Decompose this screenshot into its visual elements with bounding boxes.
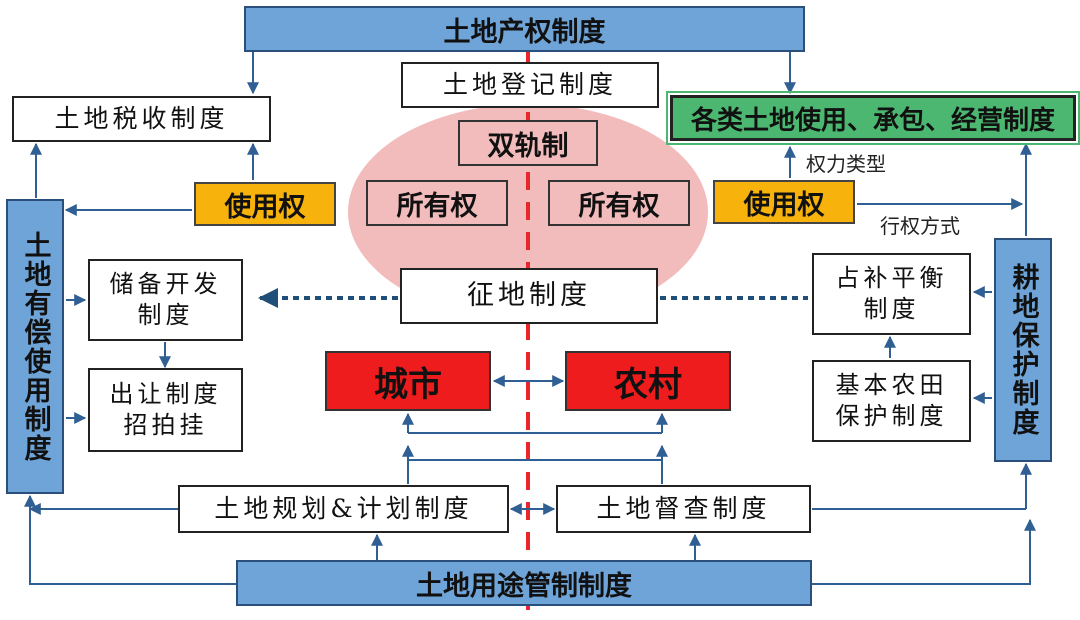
reserve-dev-box: 储备开发 制度 <box>88 259 243 341</box>
use-right-left-box: 使用权 <box>194 182 336 226</box>
reserve-dev-line2: 制度 <box>137 301 194 329</box>
use-control-box: 土地用途管制制度 <box>236 560 812 606</box>
village-box: 农村 <box>565 351 731 411</box>
registration-box: 土地登记制度 <box>401 62 659 108</box>
balance-line1: 占补平衡 <box>835 263 948 292</box>
use-contract-box: 各类土地使用、承包、经营制度 <box>666 91 1080 145</box>
balance-box: 占补平衡 制度 <box>812 253 971 335</box>
planning-box: 土地规划&计划制度 <box>178 485 509 533</box>
paid-use-column: 土地有偿使用制度 <box>6 199 64 494</box>
farmland-line1: 基本农田 <box>835 370 948 399</box>
transfer-line1: 出让制度 <box>109 379 222 408</box>
property-system-box: 土地产权制度 <box>244 6 805 52</box>
balance-line2: 制度 <box>863 295 920 323</box>
right-type-label: 权力类型 <box>806 152 886 176</box>
exercise-label: 行权方式 <box>880 214 960 238</box>
requisition-box: 征地制度 <box>400 268 658 324</box>
city-box: 城市 <box>325 351 491 411</box>
farmland-line2: 保护制度 <box>835 402 948 430</box>
arrow-control-to-paid-use <box>24 494 236 585</box>
use-right-right-box: 使用权 <box>713 180 855 224</box>
arable-protect-column: 耕地保护制度 <box>994 238 1052 462</box>
reserve-dev-line1: 储备开发 <box>109 269 222 298</box>
dual-track-box: 双轨制 <box>458 120 598 166</box>
ownership-right-box: 所有权 <box>548 180 690 226</box>
ownership-left-box: 所有权 <box>366 180 508 226</box>
land-tax-box: 土地税收制度 <box>12 96 271 142</box>
farmland-box: 基本农田 保护制度 <box>812 360 971 442</box>
supervision-box: 土地督查制度 <box>556 485 811 533</box>
transfer-line2: 招拍挂 <box>123 411 208 439</box>
arrow-control-to-arable <box>812 518 1036 585</box>
transfer-box: 出让制度 招拍挂 <box>88 368 243 452</box>
